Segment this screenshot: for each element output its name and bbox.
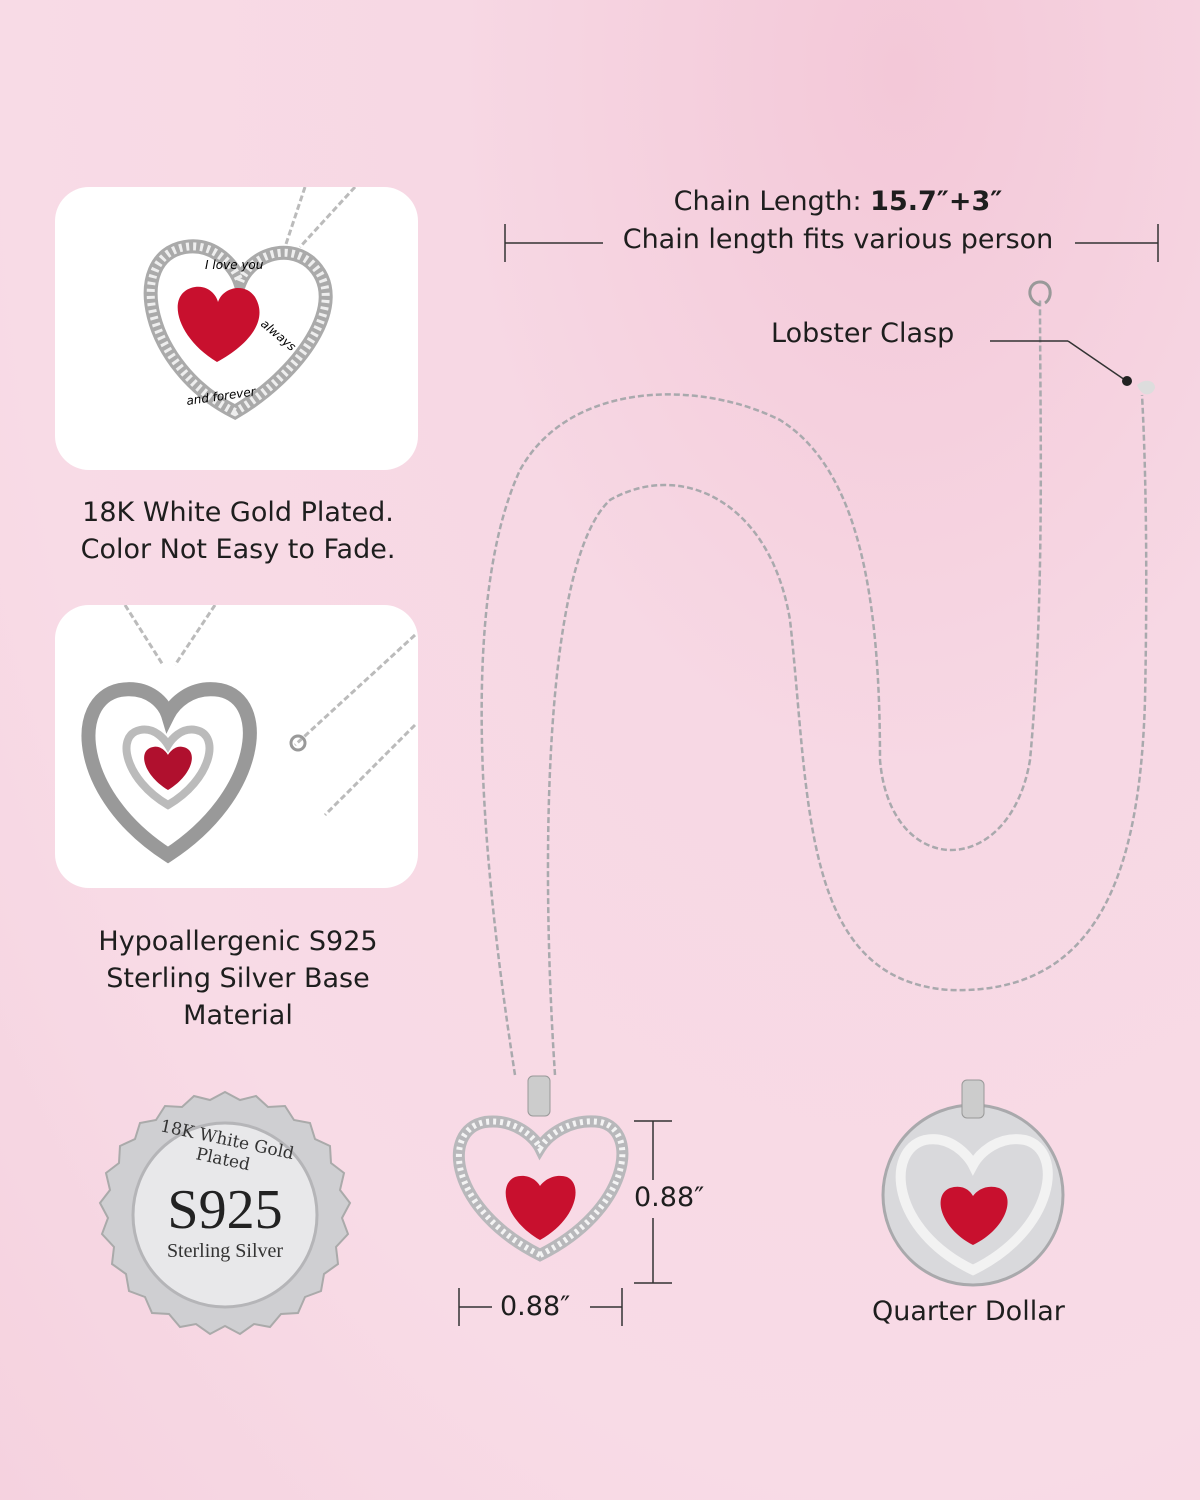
comparison-heart-pendant (895, 1134, 1053, 1276)
engraving-text: I love you (205, 258, 264, 272)
caption-line: 18K White Gold Plated. (82, 497, 394, 528)
chain-length-title: Chain Length: 15.7″+3″ (608, 186, 1068, 217)
lobster-clasp-icon (1028, 280, 1052, 307)
height-dimension-label: 0.88″ (634, 1182, 705, 1213)
seal-inner (131, 1121, 319, 1309)
caption-line: Hypoallergenic S925 (98, 926, 378, 957)
quarter-dollar-label: Quarter Dollar (872, 1296, 1065, 1327)
heart-pendant-image: I love you always and forever (143, 187, 357, 420)
width-dimension-label: 0.88″ (500, 1291, 571, 1322)
ruby-stone (505, 1175, 576, 1240)
dimension-markers (458, 1120, 672, 1326)
chain (546, 394, 1148, 1076)
caption-line: Sterling Silver Base (106, 963, 370, 994)
chain-length-ruler (504, 224, 1159, 381)
seal-sub-text: Sterling Silver (166, 1240, 284, 1262)
caption-line: Color Not Easy to Fade. (80, 534, 396, 565)
pendant-back-image (81, 605, 417, 864)
product-back-card (55, 605, 418, 888)
chain-length-subtitle: Chain length fits various person (622, 224, 1054, 255)
product-closeup-card: I love you always and forever (55, 187, 418, 470)
chain-length-label: Chain Length: (673, 186, 871, 217)
clasp-pointer-dot (1122, 376, 1132, 386)
lobster-clasp-label: Lobster Clasp (771, 318, 955, 349)
chain (480, 299, 1043, 1076)
heart-tag-icon (1137, 380, 1155, 395)
quarter-dollar-coin (881, 1103, 1065, 1287)
chain-length-value: 15.7″+3″ (870, 186, 1003, 217)
seal-main-text: S925 (167, 1179, 283, 1241)
feature-caption-plating: 18K White Gold Plated. Color Not Easy to… (38, 494, 438, 568)
feature-caption-material: Hypoallergenic S925 Sterling Silver Base… (38, 923, 438, 1034)
caption-line: Material (183, 1000, 293, 1031)
bail (527, 1075, 551, 1117)
